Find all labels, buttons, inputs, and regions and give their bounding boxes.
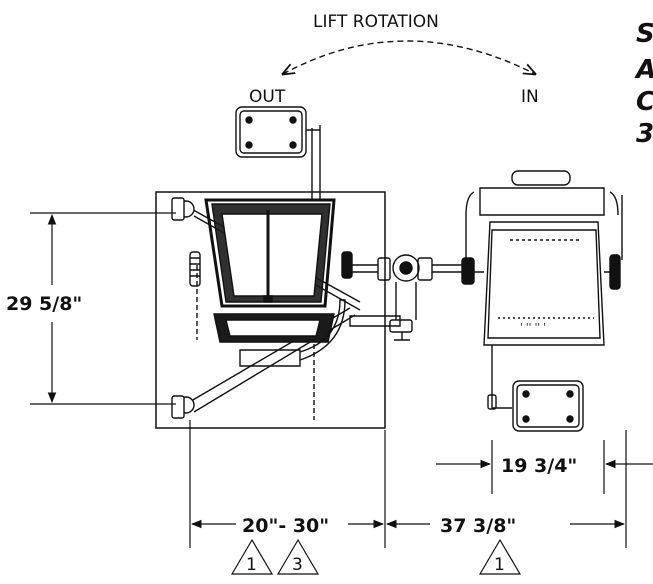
in-label: IN <box>521 87 539 107</box>
revision-triangle-3: 3 <box>276 538 320 575</box>
height-dimension <box>30 212 176 405</box>
corner-text-line-3: C <box>636 87 653 117</box>
rotation-title: LIFT ROTATION <box>313 12 439 32</box>
height-dimension-label: 29 5/8" <box>6 293 82 315</box>
seat-in: ' '' '' ' <box>465 170 623 432</box>
svg-text:1: 1 <box>494 555 505 575</box>
seat-out <box>204 198 346 367</box>
control-pendant <box>235 106 321 200</box>
base-plate <box>155 191 386 429</box>
corner-text-line-1: S <box>636 19 653 49</box>
revision-triangle-1b: 1 <box>478 538 522 575</box>
corner-text-line-2: A <box>634 55 653 85</box>
range-dimension-label: 20"- 30" <box>242 515 329 537</box>
bottom-dimensions <box>189 420 627 548</box>
revision-triangle-1: 1 <box>230 538 274 575</box>
seat-width-label: 19 3/4" <box>501 455 577 477</box>
seat-width-dimension <box>436 440 653 494</box>
lift-column <box>341 251 475 341</box>
rotation-arc <box>283 40 535 74</box>
total-dimension-label: 37 3/8" <box>440 515 516 537</box>
out-label: OUT <box>249 87 286 107</box>
svg-text:3: 3 <box>292 555 303 575</box>
svg-text:1: 1 <box>246 555 257 575</box>
svg-text:' '' '' ': ' '' '' ' <box>520 322 546 333</box>
corner-text-line-4: 3 <box>636 119 653 149</box>
